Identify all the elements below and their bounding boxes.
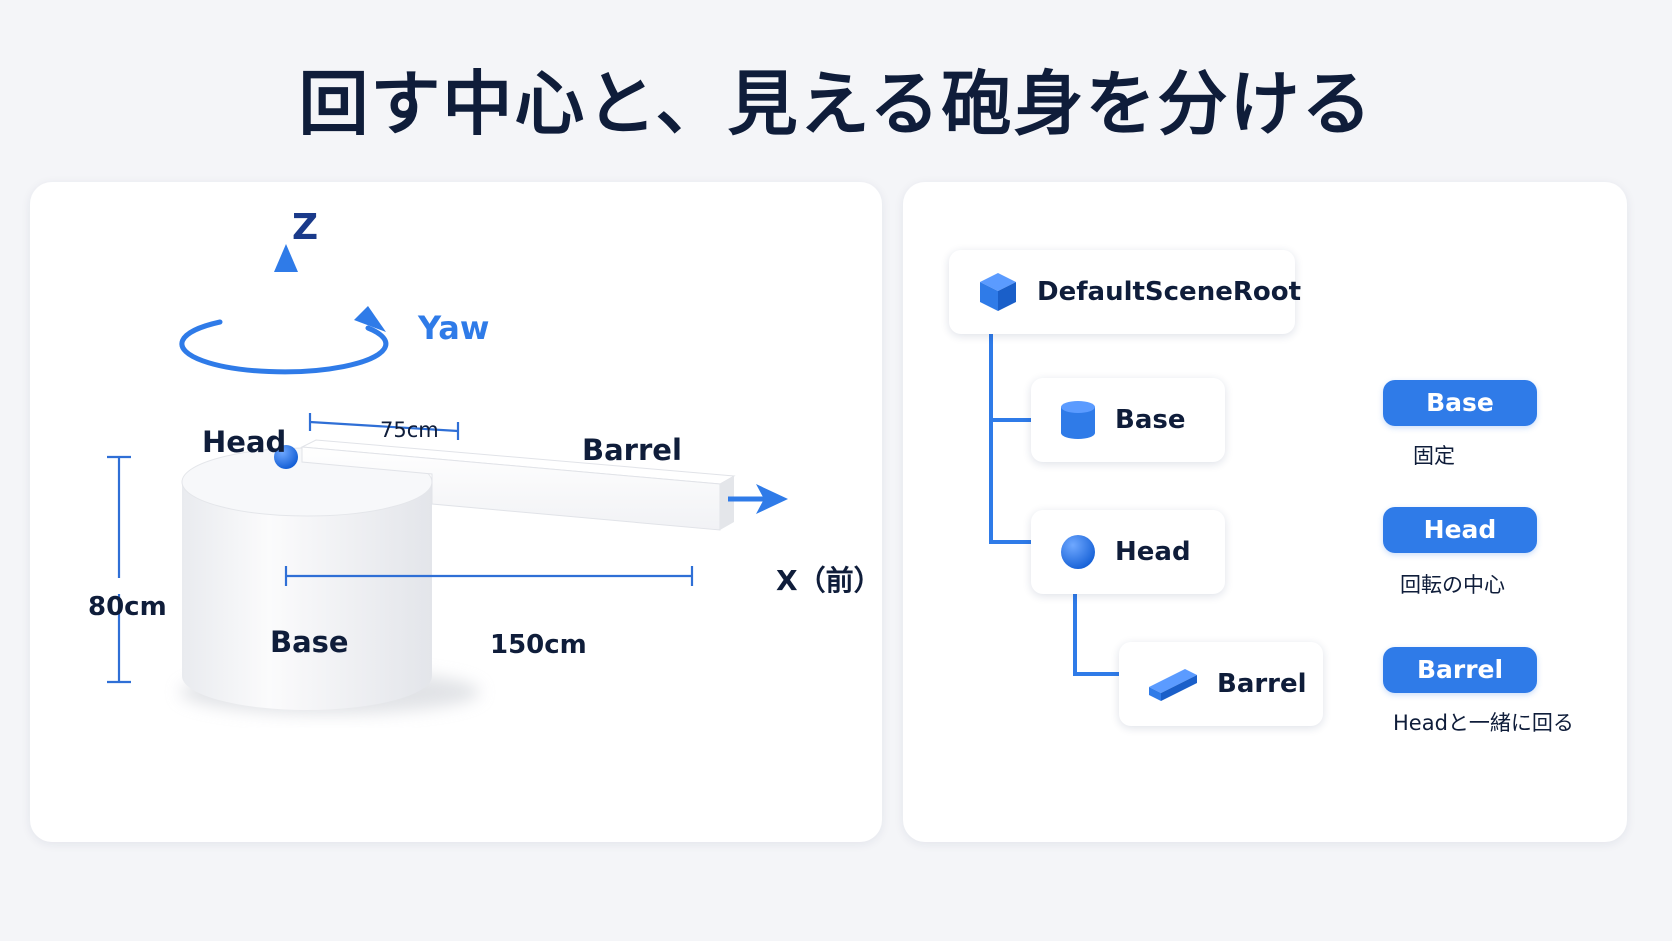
cube-icon — [980, 273, 1016, 311]
dimension-75-label: 75cm — [380, 418, 439, 442]
barrel-box — [300, 439, 736, 531]
barrel-tag: Barrel — [1383, 647, 1537, 693]
tree-node-label: Barrel — [1217, 669, 1307, 699]
x-axis-arrowhead — [756, 484, 788, 514]
dimension-75cm — [308, 413, 460, 440]
head-note: 回転の中心 — [1400, 573, 1505, 597]
yaw-arrowhead — [354, 306, 386, 332]
base-cylinder — [181, 447, 433, 710]
hierarchy-connectors — [989, 334, 1119, 676]
turret-diagram-card: Z Yaw Head 75cm Barrel X（前） 80cm Base 15… — [30, 182, 882, 842]
x-axis-label: X（前） — [776, 564, 882, 597]
head-tag: Head — [1383, 507, 1537, 553]
tree-node-label: DefaultSceneRoot — [1037, 277, 1302, 307]
yaw-rotation-arrow — [179, 319, 389, 375]
base-label: Base — [270, 625, 349, 659]
cylinder-icon — [1061, 401, 1095, 439]
sphere-icon — [1061, 535, 1095, 569]
turret-diagram — [107, 244, 788, 714]
tree-node-label: Head — [1115, 537, 1191, 567]
page-title: 回す中心と、見える砲身を分ける — [298, 63, 1374, 145]
z-axis-label: Z — [292, 207, 319, 248]
yaw-label: Yaw — [418, 309, 490, 347]
tree-node-base[interactable]: Base — [1031, 378, 1225, 462]
tree-node-head[interactable]: Head — [1031, 510, 1225, 594]
scene-hierarchy-card: DefaultSceneRoot Base Head Barrel B — [903, 182, 1627, 842]
tree-node-default-scene-root[interactable]: DefaultSceneRoot — [949, 250, 1301, 334]
bar-icon — [1149, 669, 1197, 701]
z-axis-arrowhead — [274, 244, 298, 272]
dimension-150cm — [284, 566, 694, 586]
head-label: Head — [202, 425, 287, 459]
barrel-note: Headと一緒に回る — [1393, 711, 1574, 735]
tree-node-barrel[interactable]: Barrel — [1119, 642, 1323, 726]
dimension-80cm — [107, 455, 131, 684]
base-note: 固定 — [1413, 444, 1455, 468]
dimension-80-label: 80cm — [88, 592, 167, 622]
base-tag: Base — [1383, 380, 1537, 426]
head-pivot-ball — [274, 445, 298, 469]
barrel-label: Barrel — [582, 433, 682, 467]
tree-node-label: Base — [1115, 405, 1186, 435]
dimension-150-label: 150cm — [490, 630, 587, 660]
